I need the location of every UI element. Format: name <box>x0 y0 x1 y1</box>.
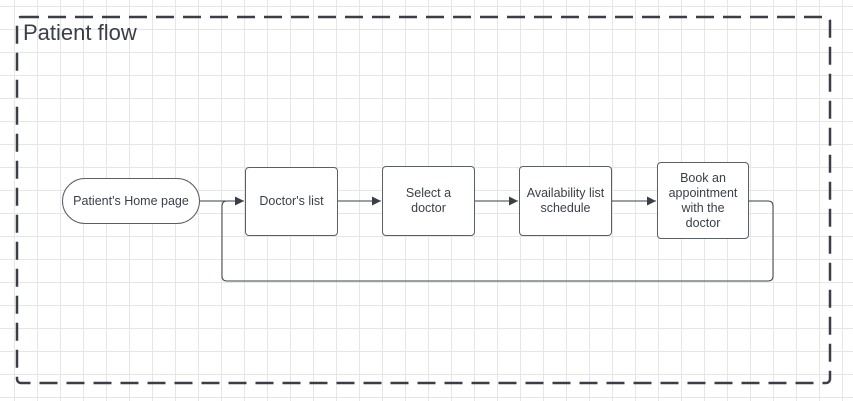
node-label: Availability list schedule <box>526 186 605 215</box>
edge-book-to-doctors-list-loop[interactable] <box>221 200 774 282</box>
node-availability-list-schedule[interactable]: Availability list schedule <box>519 166 612 236</box>
node-label: Patient's Home page <box>73 193 189 208</box>
node-select-a-doctor[interactable]: Select a doctor <box>382 166 475 236</box>
node-patients-home-page[interactable]: Patient's Home page <box>62 178 200 224</box>
node-doctors-list[interactable]: Doctor's list <box>245 167 338 236</box>
node-label: Select a doctor <box>405 186 452 215</box>
node-label: Doctor's list <box>259 194 324 208</box>
node-label: Book an appointment with the doctor <box>668 170 738 230</box>
frame-border <box>15 15 832 385</box>
node-book-appointment[interactable]: Book an appointment with the doctor <box>657 162 749 239</box>
frame-title: Patient flow <box>23 20 137 45</box>
